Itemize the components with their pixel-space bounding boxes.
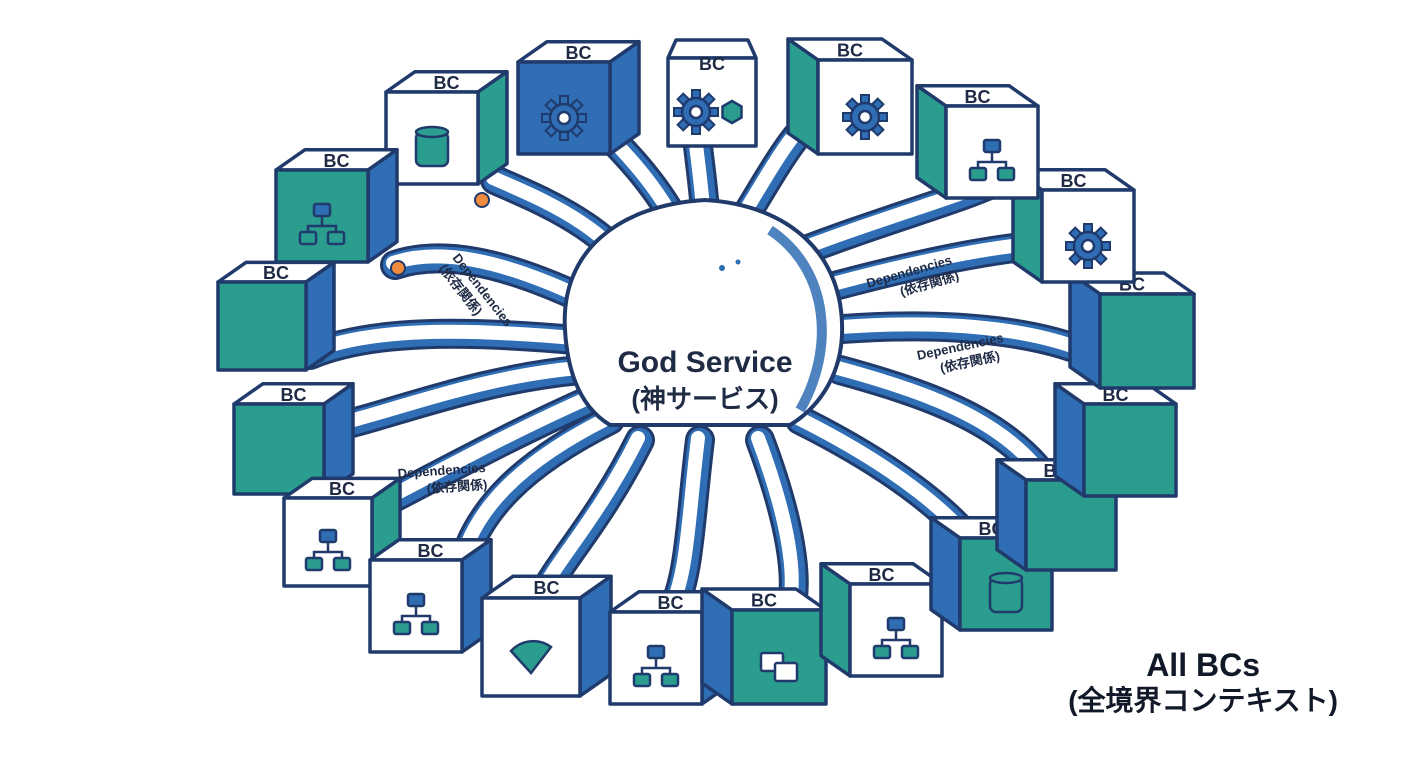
hierarchy-icon: [304, 528, 352, 572]
bc-label: BC: [837, 41, 863, 61]
cube-front: [282, 496, 374, 588]
legend-title: All BCs: [1146, 647, 1260, 683]
bounded-contexts: BCBCBCBCBCBCBCBCBCBCBCBCBCBCBCBCBCBCBC: [216, 37, 1196, 706]
bc-cube-16: BC: [1068, 271, 1196, 390]
hexagon-icon: [721, 99, 743, 125]
suction-tip-0: [474, 192, 490, 208]
cube-side: [786, 37, 820, 156]
fan-icon: [509, 639, 553, 675]
cube-front: [1098, 292, 1196, 390]
gear-icon: [842, 94, 888, 140]
suction-tip-1: [390, 260, 406, 276]
center-subtitle: (神サービス): [631, 384, 778, 414]
bc-cube-2: BC: [516, 39, 641, 156]
bc-cube-18: BC: [915, 83, 1040, 200]
hierarchy-icon: [968, 138, 1016, 182]
cube-side: [1068, 271, 1102, 390]
cube-side: [995, 457, 1028, 572]
bc-cube-12: BC: [819, 561, 944, 678]
cube-side: [1053, 381, 1086, 498]
bc-label: BC: [566, 43, 592, 63]
bc-cube-9: BC: [480, 574, 613, 698]
cube-side: [304, 260, 336, 372]
bc-label: BC: [965, 87, 991, 107]
bc-cube-11: BC: [700, 587, 828, 706]
bc-cube-1: BC: [666, 38, 758, 148]
bc-label: BC: [1061, 171, 1087, 191]
bc-label: BC: [658, 593, 684, 613]
legend-subtitle: (全境界コンテキスト): [1068, 685, 1338, 716]
hierarchy-icon: [298, 202, 346, 246]
hierarchy-icon: [872, 616, 920, 660]
cube-side: [700, 587, 734, 706]
bc-label: BC: [1103, 385, 1129, 405]
bc-cube-15: BC: [1053, 381, 1178, 498]
bc-label: BC: [281, 385, 307, 405]
cube-side: [819, 561, 852, 678]
bc-label: BC: [263, 263, 289, 283]
database-icon: [414, 125, 450, 168]
bc-cube-8: BC: [368, 537, 493, 654]
cube-front: [216, 280, 308, 372]
octopus-body: God Service (神サービス): [562, 197, 845, 427]
bc-cube-14: BC: [995, 457, 1118, 572]
database-icon: [988, 571, 1024, 614]
bc-cube-4: BC: [274, 147, 399, 264]
bc-label: BC: [329, 479, 355, 499]
cube-side: [366, 147, 399, 264]
cube-side: [476, 69, 509, 186]
cube-side: [608, 39, 641, 156]
hierarchy-icon: [632, 644, 680, 688]
hierarchy-icon: [392, 592, 440, 636]
dependency-label-4: Dependencies (依存関係): [397, 460, 491, 498]
center-title: God Service: [617, 346, 792, 379]
bc-label: BC: [434, 73, 460, 93]
all-bcs-legend: All BCs (全境界コンテキスト): [1068, 646, 1338, 718]
bc-cube-5: BC: [216, 260, 336, 372]
bc-cube-19: BC: [786, 37, 914, 156]
gear-icon: [1065, 223, 1111, 269]
bc-label: BC: [751, 591, 777, 611]
bc-label: BC: [534, 578, 560, 598]
cube-front: [1082, 402, 1178, 498]
bc-label: BC: [869, 565, 895, 585]
bc-label: BC: [699, 54, 725, 74]
gear-icon: [541, 95, 587, 141]
bc-cube-7: BC: [282, 476, 402, 588]
document-icon: [759, 651, 799, 683]
bc-label: BC: [418, 541, 444, 561]
gear-icon: [673, 89, 719, 135]
cube-side: [578, 574, 613, 698]
cube-side: [915, 83, 948, 200]
cube-side: [929, 515, 962, 632]
bc-label: BC: [324, 151, 350, 171]
bc-cube-3: BC: [384, 69, 509, 186]
